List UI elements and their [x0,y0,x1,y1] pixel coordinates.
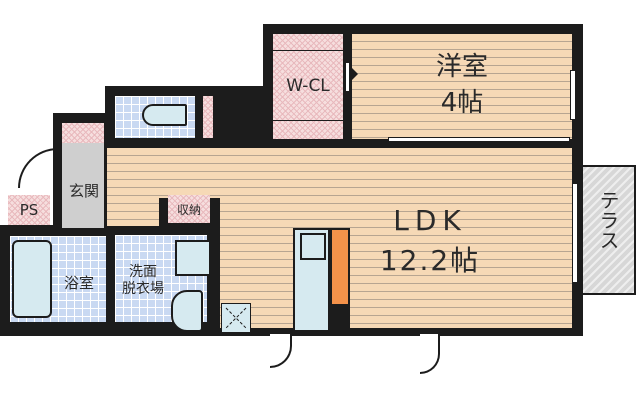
hall-floor-lower [107,196,159,226]
walk-in-closet [273,34,343,139]
kitchen-exit-door[interactable] [270,334,292,368]
western-room-window [570,70,576,120]
terrace-window [572,183,578,283]
toilet-storage [203,96,213,138]
pipe-space [8,195,50,225]
walk-in-closet-label: W-CL [286,76,330,96]
closet-door[interactable] [345,62,350,92]
hall-floor [107,148,222,198]
ldk-name: LDK [393,204,467,237]
toilet-icon [142,104,187,126]
entrance-label: 玄関 [68,182,99,200]
entrance [62,143,104,228]
storage-label: 収納 [176,203,201,217]
closet-shelf-line-bottom [273,120,343,121]
washroom-label-line2: 脱衣場 [122,281,164,297]
western-room-label: 洋室 4帖 [352,52,572,118]
ldk-label: LDK 12.2帖 [330,204,530,278]
kitchen-cooktop [330,228,350,306]
bathroom-label: 浴室 [63,274,94,292]
front-door[interactable] [18,148,58,188]
ldk-size: 12.2帖 [379,244,481,277]
kitchen-sink [300,233,326,260]
western-room [352,34,572,139]
fridge-space [221,303,251,333]
kitchen-base [330,304,350,332]
terrace [581,165,636,295]
ldk-room [220,148,572,328]
washing-machine-space [175,240,211,276]
terrace-label: テラス [596,190,620,250]
washroom-label-line1: 洗面 [129,264,157,280]
ldk-exit-door[interactable] [420,334,440,374]
western-room-size: 4帖 [440,88,484,118]
pipe-space-label: PS [19,201,39,219]
closet-shelf-line-top [273,50,343,51]
western-room-name: 洋室 [435,52,488,82]
bathtub-icon [12,240,52,318]
closet-door-arrow-icon [351,67,358,81]
washroom-label: 洗面 脱衣場 [110,264,176,298]
cross-mark-icon [225,307,247,329]
storage [168,195,210,223]
western-room-sliding-door [388,137,570,142]
washbasin-icon [171,290,203,332]
entrance-shoe-storage [62,123,104,143]
